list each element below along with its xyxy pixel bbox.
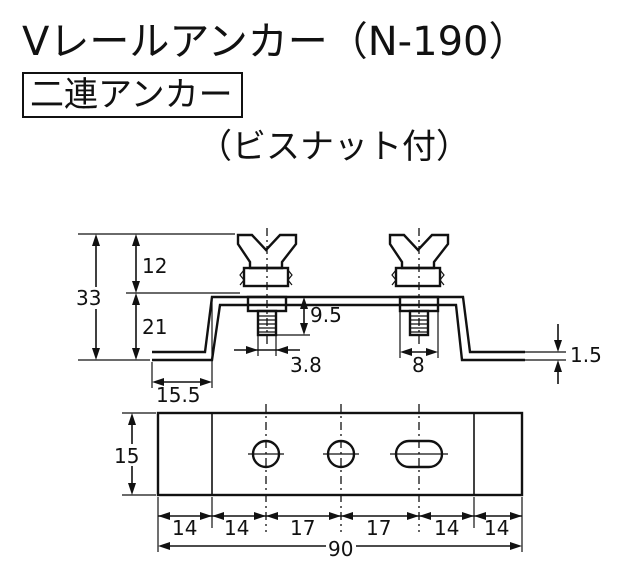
v-clamp-left	[236, 233, 298, 337]
dim-segment-4: 17	[366, 516, 391, 540]
dim-segment-3: 17	[290, 516, 315, 540]
dim-label-90: 90	[328, 537, 353, 561]
dim-label-15-5: 15.5	[156, 383, 201, 407]
v-clamp-right	[388, 233, 450, 337]
dim-label-12: 12	[142, 254, 167, 278]
dim-label-1-5: 1.5	[570, 343, 602, 367]
dim-segment-2: 14	[224, 516, 249, 540]
dim-bolt-drop: 9.5	[276, 296, 342, 336]
side-view: 33 12 21 9.5	[74, 228, 602, 407]
dim-segment-1: 14	[172, 516, 197, 540]
dim-segments: 14 14 17 17 14 14	[157, 497, 523, 552]
dim-total-length: 90	[158, 536, 522, 561]
dim-flange: 15.5	[151, 300, 213, 407]
product-subtitle-box: 二連アンカー	[22, 72, 243, 118]
dim-label-33: 33	[76, 286, 101, 310]
dim-label-8: 8	[412, 353, 425, 377]
product-title: Vレールアンカー（N-190）	[22, 19, 529, 65]
accessory-note: （ビスナット付）	[198, 127, 470, 167]
dim-label-15: 15	[114, 444, 139, 468]
dim-segment-6: 14	[484, 516, 509, 540]
dim-plate-width: 15	[112, 412, 156, 496]
dim-bolt-dia: 3.8	[234, 335, 322, 377]
dim-overall-height: 33	[74, 233, 235, 361]
product-subtitle: 二連アンカー	[30, 75, 233, 115]
dim-label-3-8: 3.8	[290, 353, 322, 377]
anchor-plate-profile	[152, 295, 525, 354]
dim-stack: 12 21	[126, 234, 240, 360]
dim-thickness: 1.5	[525, 324, 602, 384]
plate-outline	[156, 411, 524, 497]
dim-nut: 8	[399, 311, 439, 377]
dim-segment-5: 14	[434, 516, 459, 540]
plan-view: 15 14 14 17 17 14 14	[112, 404, 524, 561]
dim-label-21: 21	[142, 315, 167, 339]
dim-label-9-5: 9.5	[310, 303, 342, 327]
